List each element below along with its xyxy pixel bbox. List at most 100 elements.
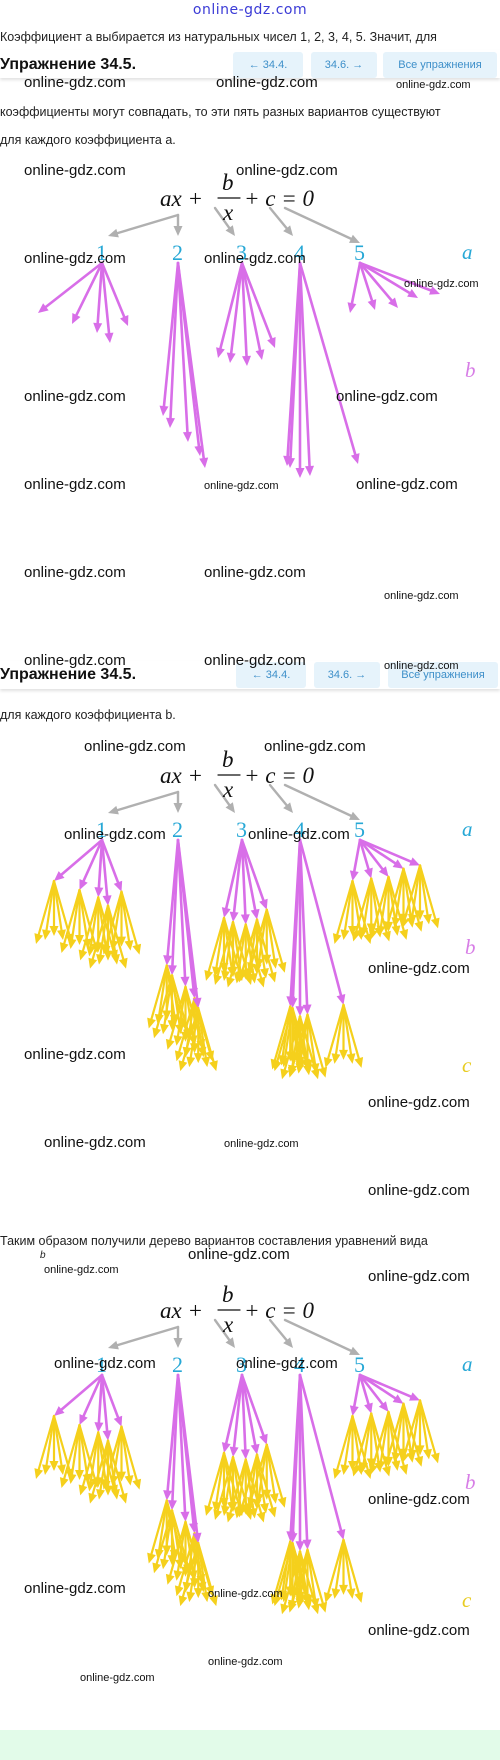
yellow-arrow-head xyxy=(213,1509,223,1520)
yellow-arrow-head xyxy=(118,1492,128,1504)
magenta-arrow xyxy=(219,261,244,350)
yellow-arrow-head xyxy=(383,920,393,932)
yellow-arrow xyxy=(418,1399,437,1455)
yellow-arrow xyxy=(229,1458,247,1514)
yellow-arrow-head xyxy=(193,1053,203,1064)
site-header-link[interactable]: online-gdz.com xyxy=(192,2,308,18)
magenta-arrow-head xyxy=(364,1402,373,1414)
yellow-arrow xyxy=(354,877,373,934)
magenta-arrow xyxy=(176,1373,199,1535)
yellow-arrow xyxy=(99,1439,110,1491)
magenta-arrow-head xyxy=(192,997,202,1009)
magenta-arrow xyxy=(358,261,432,292)
magenta-arrow xyxy=(298,1373,343,1532)
magenta-arrow-head xyxy=(163,1490,173,1501)
watermark-text: online-gdz.com xyxy=(368,1182,470,1199)
yellow-arrow-head xyxy=(340,1464,350,1475)
magenta-arrow xyxy=(176,261,189,434)
magenta-arrow-head xyxy=(165,417,175,428)
yellow-arrow-head xyxy=(152,1562,162,1574)
magenta-arrow xyxy=(60,838,104,876)
yellow-arrow xyxy=(207,1451,226,1508)
gray-arrow-head xyxy=(283,802,293,813)
yellow-arrow xyxy=(224,1455,235,1508)
magenta-arrow xyxy=(240,1373,265,1437)
yellow-arrow-head xyxy=(117,1471,126,1482)
all-exercises-button[interactable]: Все упражнения xyxy=(388,662,498,688)
magenta-arrow-head xyxy=(295,1006,305,1017)
equation-numerator: b xyxy=(222,1282,234,1307)
magenta-arrow-head xyxy=(221,1442,231,1453)
yellow-arrow-head xyxy=(414,920,424,932)
yellow-arrow-head xyxy=(359,1461,369,1473)
magenta-arrow-head xyxy=(113,1415,123,1427)
yellow-arrow xyxy=(255,918,274,975)
yellow-arrow-head xyxy=(256,976,266,988)
gray-arrow-head xyxy=(283,1337,293,1348)
yellow-arrow-head xyxy=(332,1468,342,1479)
magenta-arrow-head xyxy=(93,322,103,333)
yellow-arrow-head xyxy=(346,1588,356,1599)
all-exercises-button[interactable]: Все упражнения xyxy=(383,52,497,78)
yellow-arrow xyxy=(37,879,56,936)
watermark-text: online-gdz.com xyxy=(84,738,186,755)
prev-exercise-button[interactable]: ← 34.4. xyxy=(236,662,306,688)
equation-right: + c = 0 xyxy=(244,186,314,211)
magenta-arrow xyxy=(224,1373,244,1445)
magenta-arrow xyxy=(100,1373,120,1419)
watermark-text: online-gdz.com xyxy=(368,1268,470,1285)
yellow-arrow-head xyxy=(178,1595,188,1607)
paragraph-line: b xyxy=(40,1250,46,1261)
yellow-arrow xyxy=(336,879,354,936)
yellow-arrow xyxy=(150,964,168,1020)
watermark-text: online-gdz.com xyxy=(24,652,126,669)
yellow-arrow-head xyxy=(59,1477,69,1489)
tree-number-2: 2 xyxy=(172,1352,183,1377)
yellow-arrow-head xyxy=(303,1599,312,1611)
paragraph-line: для каждого коэффициента a. xyxy=(0,133,176,147)
yellow-arrow xyxy=(112,890,123,942)
magenta-arrow-head xyxy=(378,866,389,877)
yellow-arrow-head xyxy=(178,1060,188,1072)
watermark-text: online-gdz.com xyxy=(44,1264,119,1276)
magenta-arrow-head xyxy=(199,457,209,468)
yellow-arrow-head xyxy=(354,1591,364,1603)
magenta-arrow xyxy=(298,838,343,997)
watermark-text: online-gdz.com xyxy=(24,1046,126,1063)
watermark-text: online-gdz.com xyxy=(64,826,166,843)
yellow-arrow-head xyxy=(193,1588,203,1599)
watermark-text: online-gdz.com xyxy=(236,162,338,179)
tree-number-1: 1 xyxy=(96,817,107,842)
magenta-arrow xyxy=(232,838,244,914)
yellow-arrow-head xyxy=(269,1493,279,1504)
prev-exercise-button[interactable]: ← 34.4. xyxy=(233,52,303,78)
yellow-arrow-head xyxy=(209,1060,218,1072)
magenta-arrow-head xyxy=(104,332,114,343)
watermark-text: online-gdz.com xyxy=(368,1094,470,1111)
yellow-arrow-head xyxy=(354,1056,364,1068)
magenta-arrow-head xyxy=(250,1443,260,1455)
watermark-text: online-gdz.com xyxy=(336,388,438,405)
magenta-arrow-head xyxy=(180,1511,190,1522)
yellow-arrow-head xyxy=(101,1478,111,1490)
yellow-arrow xyxy=(248,918,259,970)
yellow-arrow-head xyxy=(152,1027,162,1039)
yellow-arrow-head xyxy=(109,1475,119,1486)
yellow-arrow-head xyxy=(254,1493,264,1504)
yellow-arrow-head xyxy=(226,1511,235,1523)
magenta-arrow xyxy=(240,261,262,352)
magenta-arrow-head xyxy=(259,1433,268,1445)
next-exercise-button[interactable]: 34.6. → xyxy=(311,52,377,78)
yellow-arrow xyxy=(207,916,226,973)
magenta-arrow xyxy=(240,261,273,340)
yellow-arrow xyxy=(362,1412,373,1464)
watermark-text: online-gdz.com xyxy=(248,826,350,843)
magenta-arrow-head xyxy=(367,299,377,310)
equation-right: + c = 0 xyxy=(244,763,314,788)
yellow-arrow xyxy=(273,1005,292,1061)
magenta-arrow-head xyxy=(409,857,420,866)
magenta-arrow xyxy=(240,838,247,916)
magenta-arrow-head xyxy=(409,1392,420,1401)
yellow-arrow-head xyxy=(49,1461,59,1471)
next-exercise-button[interactable]: 34.6. → xyxy=(314,662,380,688)
